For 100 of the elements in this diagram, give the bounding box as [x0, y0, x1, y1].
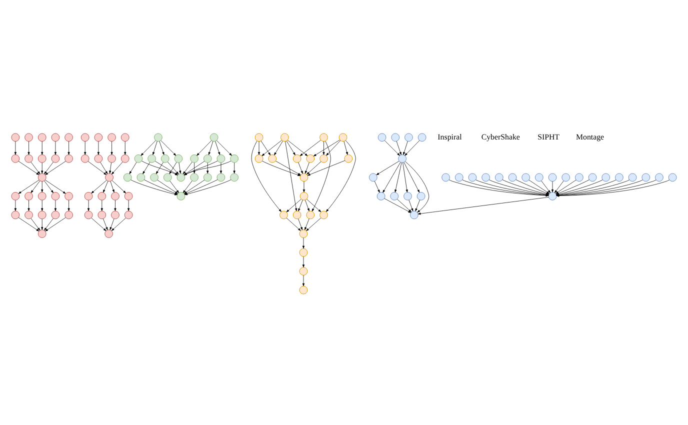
arrow — [298, 218, 302, 230]
arrow — [302, 256, 305, 268]
node-circle — [574, 173, 584, 182]
node-circle — [111, 210, 120, 220]
node-circle — [148, 154, 156, 163]
arrow — [18, 160, 40, 175]
node-circle — [120, 133, 130, 142]
node-circle — [104, 230, 114, 238]
node-circle — [344, 154, 353, 163]
arrow — [103, 180, 108, 193]
node-circle — [38, 230, 46, 238]
arrow — [233, 162, 236, 174]
node-circle — [642, 173, 650, 182]
arrow — [286, 198, 302, 212]
node-circle — [176, 173, 186, 182]
node-circle — [163, 173, 172, 182]
node-circle — [108, 133, 116, 142]
arrow — [30, 162, 40, 174]
arrow — [100, 162, 108, 174]
arrow — [91, 180, 107, 194]
node-circle — [230, 173, 239, 182]
node-circle — [320, 133, 328, 142]
arrow — [41, 181, 44, 192]
node-circle — [320, 154, 328, 163]
node-circle — [320, 210, 328, 220]
node-circle — [494, 173, 504, 182]
arrow — [45, 217, 66, 232]
arrow — [41, 218, 44, 230]
arrow — [142, 160, 178, 176]
node-circle — [280, 133, 289, 142]
arrow — [262, 160, 300, 176]
arrow — [404, 140, 420, 156]
arrow — [208, 141, 214, 155]
arrow — [28, 141, 30, 155]
node-circle — [190, 173, 198, 182]
node-circle — [64, 133, 73, 142]
node-circle — [176, 192, 186, 200]
node-circle — [94, 154, 103, 163]
node-circle — [124, 192, 133, 200]
arrow — [128, 200, 130, 212]
node-circle — [216, 154, 226, 163]
arrow — [394, 162, 402, 192]
arrow — [302, 275, 305, 286]
node-circle — [548, 192, 557, 200]
arrow — [274, 140, 283, 156]
arrow — [18, 180, 40, 194]
node-circle — [64, 192, 73, 200]
arrow — [408, 200, 414, 212]
arrow — [305, 162, 310, 174]
node-circle — [668, 173, 677, 182]
label: CyberShake — [481, 132, 520, 142]
node-circle — [38, 133, 46, 142]
node-circle — [454, 173, 464, 182]
node-circle — [522, 173, 530, 182]
arrow — [402, 162, 408, 192]
node-circle — [24, 192, 33, 200]
arrow — [154, 160, 178, 176]
arrow — [100, 200, 103, 212]
arrow — [326, 140, 341, 156]
node-circle — [24, 154, 33, 163]
node-circle — [508, 173, 517, 182]
arrow — [285, 141, 298, 212]
node-circle — [84, 192, 93, 200]
label: Inspiral — [438, 132, 462, 142]
arrow — [88, 200, 90, 212]
node-circle — [150, 173, 158, 182]
node-circle — [80, 133, 90, 142]
arrow — [344, 141, 348, 155]
node-circle — [299, 267, 308, 276]
node-circle — [154, 133, 162, 142]
label: Montage — [576, 132, 604, 142]
arrow — [112, 162, 123, 174]
arrow — [196, 140, 212, 156]
arrow — [312, 140, 331, 212]
node-circle — [280, 210, 288, 220]
node-circle — [306, 154, 315, 163]
node-circle — [11, 210, 20, 220]
arrow — [30, 180, 40, 194]
arrow — [41, 200, 44, 212]
node-circle — [123, 173, 132, 182]
node-circle — [254, 154, 264, 163]
arrow — [306, 198, 322, 212]
arrow — [140, 140, 156, 156]
node-circle — [84, 210, 93, 220]
node-circle — [210, 133, 218, 142]
arrow — [382, 162, 401, 193]
arrow — [129, 162, 137, 174]
node-circle — [11, 192, 20, 200]
arrow — [415, 200, 420, 212]
node-circle — [80, 154, 90, 163]
node-circle — [38, 154, 46, 163]
node-circle — [51, 210, 60, 220]
node-circle — [203, 173, 212, 182]
arrow — [260, 140, 271, 156]
arrow — [41, 141, 44, 155]
node-circle — [300, 192, 308, 200]
arrow — [111, 218, 126, 231]
node-circle — [64, 210, 73, 220]
arrow — [54, 141, 57, 155]
node-circle — [38, 210, 46, 220]
